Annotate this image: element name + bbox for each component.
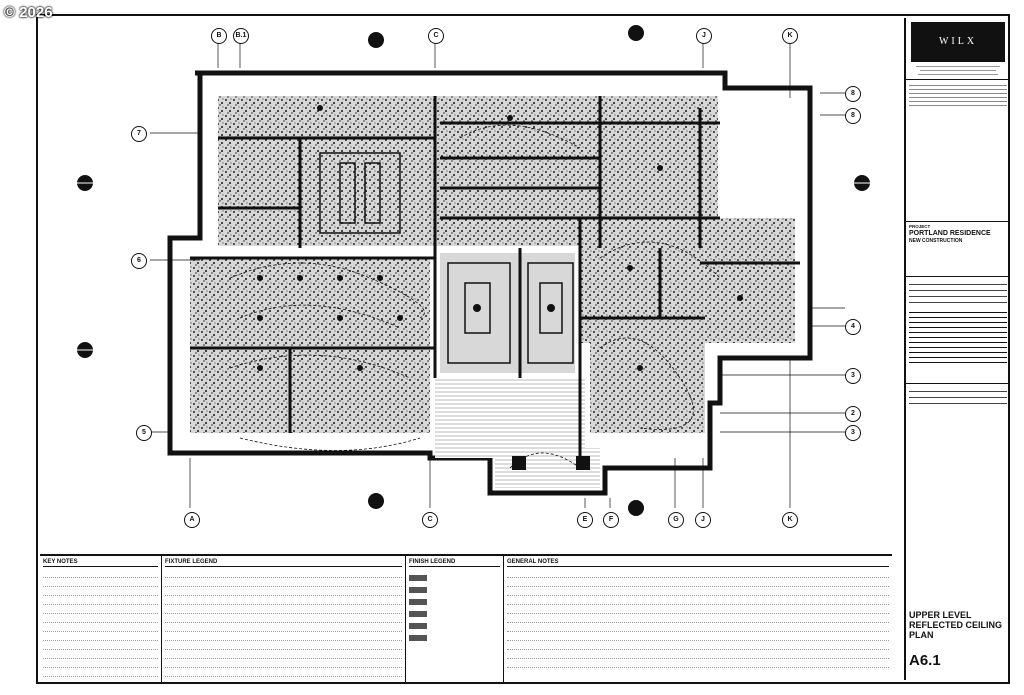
project-sub: NEW CONSTRUCTION (909, 238, 963, 244)
ceiling-plan-drawing (77, 25, 870, 516)
firm-logo: WILX (911, 22, 1005, 62)
grid-bubble-bottom-5: G (668, 512, 684, 528)
title-block: WILX PROJECT PORTLAND RESIDENCE NEW CONS… (904, 18, 1010, 680)
grid-bubble-top-3: C (428, 28, 444, 44)
grid-bubble-bottom-3: E (577, 512, 593, 528)
sheet-title: UPPER LEVEL REFLECTED CEILING PLAN (909, 610, 1003, 640)
grid-bubble-top-4: J (696, 28, 712, 44)
sheet-status-section (906, 383, 1010, 406)
general-notes-column: GENERAL NOTES (504, 556, 892, 682)
grid-bubble-left-1: 7 (131, 126, 147, 142)
revisions-section (906, 276, 1010, 305)
project-section: PROJECT PORTLAND RESIDENCE NEW CONSTRUCT… (906, 221, 1010, 246)
project-team-section (906, 79, 1010, 111)
grid-bubble-right-1: 8 (845, 86, 861, 102)
watermark: © 2026 (4, 4, 53, 21)
ceiling-area-lower-right (590, 313, 705, 433)
grid-bubble-left-3: 5 (136, 425, 152, 441)
grid-bubble-bottom-1: A (184, 512, 200, 528)
finish-legend-column: FINISH LEGEND (406, 556, 504, 682)
grid-bubble-right-5: 2 (845, 406, 861, 422)
eave-outline (167, 70, 813, 496)
fixture-legend-heading: FIXTURE LEGEND (165, 558, 402, 567)
project-name: PORTLAND RESIDENCE (909, 230, 991, 237)
ceiling-area-center (440, 253, 575, 373)
grid-bubble-top-5: K (782, 28, 798, 44)
grid-bubble-right-4: 3 (845, 368, 861, 384)
grid-bubble-bottom-4: F (603, 512, 619, 528)
sheet-number: A6.1 (909, 652, 941, 669)
grid-bubble-bottom-2: C (422, 512, 438, 528)
firm-address (906, 66, 1010, 75)
stair-area (435, 378, 585, 458)
key-notes-heading: KEY NOTES (43, 558, 158, 567)
finish-legend-heading: FINISH LEGEND (409, 558, 500, 567)
project-label: PROJECT (909, 224, 931, 229)
grid-bubble-right-3: 4 (845, 319, 861, 335)
ceiling-area-left (190, 258, 430, 433)
grid-bubble-top-2: B.1 (233, 28, 249, 44)
general-notes-heading: GENERAL NOTES (507, 558, 889, 567)
legend-strip: KEY NOTES FIXTURE LEGEND FINISH LEGEND G… (40, 554, 892, 682)
drawing-sheet (36, 14, 1010, 684)
grid-bubble-bottom-6: J (695, 512, 711, 528)
grid-bubble-right-6: 3 (845, 425, 861, 441)
grid-bubble-bottom-7: K (782, 512, 798, 528)
grid-bubble-right-2: 8 (845, 108, 861, 124)
grid-bubble-top-1: B (211, 28, 227, 44)
fixture-legend-column: FIXTURE LEGEND (162, 556, 406, 682)
grid-bubble-left-2: 6 (131, 253, 147, 269)
key-notes-column: KEY NOTES (40, 556, 162, 682)
hatched-block (909, 308, 1007, 363)
